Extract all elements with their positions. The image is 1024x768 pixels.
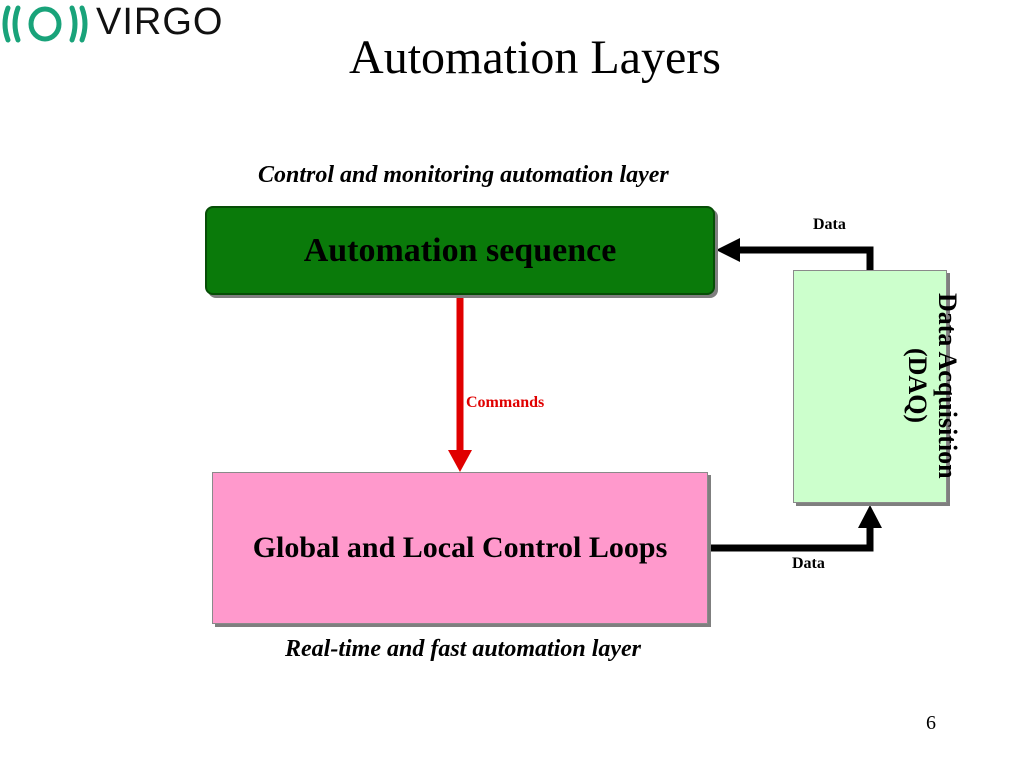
realtime-layer-caption: Real-time and fast automation layer xyxy=(285,636,642,662)
control-loops-box: Global and Local Control Loops xyxy=(212,472,708,624)
commands-label: Commands xyxy=(466,394,545,411)
control-loops-label: Global and Local Control Loops xyxy=(252,531,668,564)
daq-label: Data Acquisition (DAQ) xyxy=(903,293,962,479)
automation-sequence-label: Automation sequence xyxy=(303,231,617,269)
data-arrow-to-daq xyxy=(708,505,882,552)
control-layer-caption: Control and monitoring automation layer xyxy=(258,162,669,188)
data-label-top: Data xyxy=(813,216,846,233)
commands-arrow xyxy=(448,296,472,472)
data-arrow-to-automation xyxy=(716,238,874,270)
page-number: 6 xyxy=(926,712,936,734)
slide-title: Automation Layers xyxy=(349,31,721,84)
automation-sequence-box: Automation sequence xyxy=(205,206,715,295)
logo-text: VIRGO xyxy=(96,1,224,43)
virgo-logo xyxy=(2,5,88,43)
daq-box xyxy=(793,270,947,503)
data-label-bottom: Data xyxy=(792,555,825,572)
